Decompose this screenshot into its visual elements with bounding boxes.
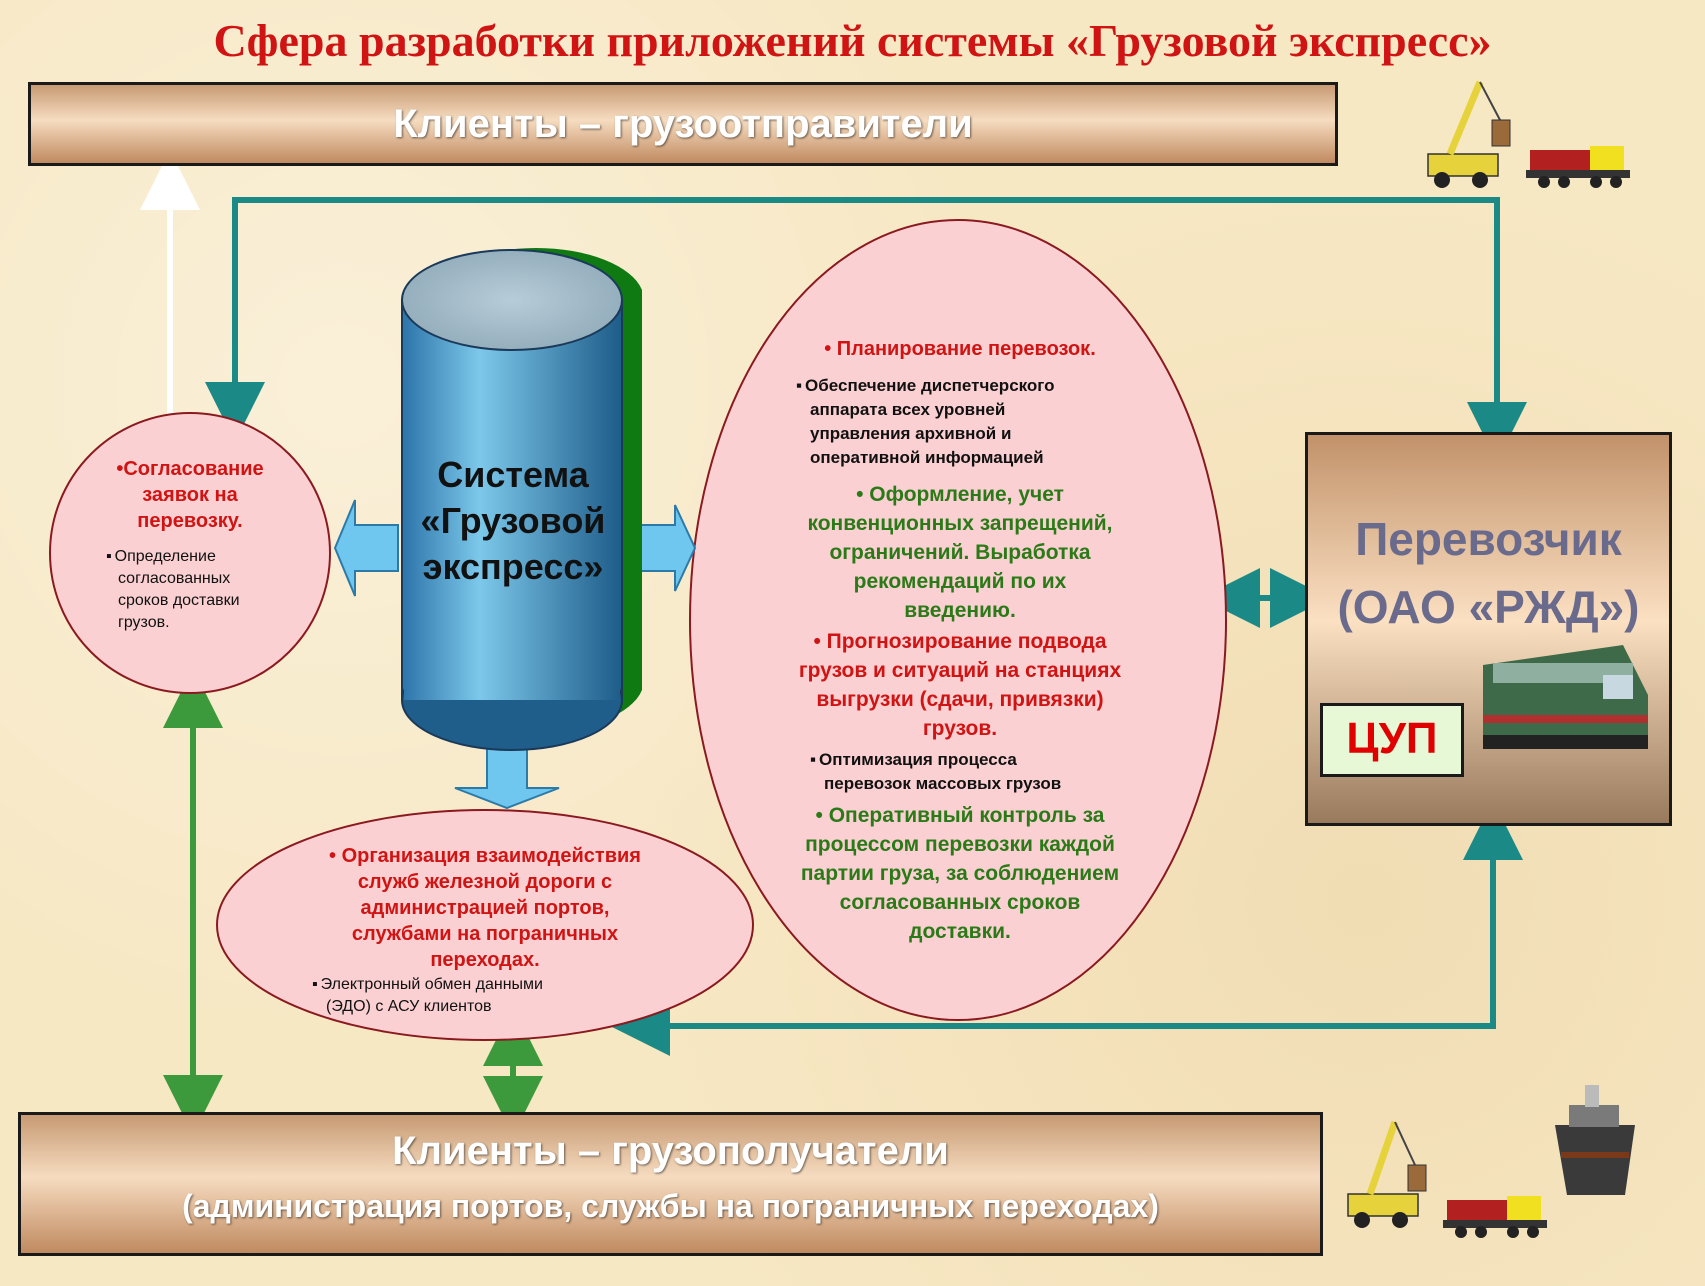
system-cylinder <box>401 247 642 751</box>
right-ellipse-item3-sub: Оптимизация процесса перевозок массовых … <box>810 748 1150 796</box>
freight-wagon-icon <box>1526 146 1630 188</box>
left-circle-heading-line: заявок на <box>142 484 238 506</box>
system-label: Система «Грузовой экспресс» <box>402 452 624 590</box>
system-label-line2: «Грузовой <box>420 500 606 541</box>
bottom-ellipse-heading: • Организация взаимодействия служб желез… <box>285 843 685 973</box>
light-blue-arrow-left <box>333 499 399 597</box>
bottom-ellipse-bullet-line: (ЭДО) с АСУ клиентов <box>326 998 492 1015</box>
carrier-title: Перевозчик (ОАО «РЖД») <box>1308 505 1669 641</box>
page-title: Сфера разработки приложений системы «Гру… <box>213 15 1492 66</box>
right-ellipse-item3-sub-line: перевозок массовых грузов <box>824 774 1062 793</box>
right-ellipse-item1: • Планирование перевозок. <box>824 338 1096 360</box>
right-ellipse-item4-line: • Оперативный контроль за <box>815 804 1105 827</box>
shippers-band: Клиенты – грузоотправители <box>28 82 1338 166</box>
carrier-title-line2: (ОАО «РЖД») <box>1337 581 1640 633</box>
bottom-ellipse-bullet: Электронный обмен данными (ЭДО) с АСУ кл… <box>312 974 642 1018</box>
bottom-ellipse-heading-line: служб железной дороги с <box>357 871 613 893</box>
cargo-ship-icon <box>1555 1085 1635 1195</box>
right-ellipse-item1-sub-line: Обеспечение диспетчерского <box>796 374 1156 398</box>
right-ellipse-item4-line: согласованных сроков <box>839 891 1081 914</box>
bottom-ellipse-bullet-line: Электронный обмен данными <box>312 974 642 996</box>
left-circle-heading-line: •Согласование <box>116 458 264 480</box>
system-label-line3: экспресс» <box>422 546 604 587</box>
right-ellipse-item2: • Оформление, учет конвенционных запреще… <box>750 480 1170 625</box>
left-circle-bullet-line: сроков доставки <box>118 592 240 609</box>
left-circle-bullet: Определение согласованных сроков доставк… <box>106 546 286 634</box>
right-ellipse-item2-line: конвенционных запрещений, <box>807 512 1113 535</box>
right-ellipse-item3-line: • Прогнозирование подвода <box>813 630 1107 653</box>
freight-wagon-icon <box>1443 1196 1547 1238</box>
crane-truck-icon <box>1427 80 1511 188</box>
right-ellipse-item2-line: • Оформление, учет <box>856 483 1064 506</box>
bottom-ellipse-heading-line: переходах. <box>430 949 540 971</box>
right-ellipse-item2-line: рекомендаций по их <box>853 570 1067 593</box>
right-ellipse-item1-sub-line: управления архивной и <box>810 424 1012 443</box>
crane-truck-icon <box>1347 1120 1427 1228</box>
carrier-box: Перевозчик (ОАО «РЖД») ЦУП <box>1305 432 1672 826</box>
light-blue-arrow-right <box>639 504 697 592</box>
right-ellipse-item4-line: доставки. <box>909 920 1011 943</box>
right-ellipse-item1-sub: Обеспечение диспетчерского аппарата всех… <box>796 374 1156 470</box>
right-ellipse-item3-line: грузов и ситуаций на станциях <box>798 659 1122 682</box>
right-ellipse <box>689 219 1227 1021</box>
cup-label: ЦУП <box>1320 703 1464 777</box>
right-ellipse-item1-sub-line: аппарата всех уровней <box>810 400 1006 419</box>
right-ellipse-item2-line: ограничений. Выработка <box>829 541 1091 564</box>
left-circle-bullet-line: грузов. <box>118 614 170 631</box>
bottom-ellipse-heading-line: службами на пограничных <box>351 923 619 945</box>
system-label-line1: Система <box>437 454 589 495</box>
left-circle-heading: •Согласование заявок на перевозку. <box>80 456 300 534</box>
left-circle-heading-line: перевозку. <box>137 510 243 532</box>
right-ellipse-item4-line: процессом перевозки каждой <box>805 833 1115 856</box>
right-ellipse-item1-sub-line: оперативной информацией <box>810 448 1044 467</box>
left-circle-bullet-line: согласованных <box>118 570 231 587</box>
right-ellipse-item3-line: грузов. <box>922 717 998 740</box>
bottom-ellipse-heading-line: администрацией портов, <box>360 897 610 919</box>
right-ellipse-item4: • Оперативный контроль за процессом пере… <box>740 801 1180 946</box>
carrier-title-line1: Перевозчик <box>1355 513 1622 565</box>
bottom-ellipse-heading-line: • Организация взаимодействия <box>329 845 641 867</box>
right-ellipse-item3-sub-line: Оптимизация процесса <box>810 748 1150 772</box>
right-ellipse-item2-line: введению. <box>904 599 1016 622</box>
receivers-band: Клиенты – грузополучатели (администрация… <box>18 1112 1323 1256</box>
right-ellipse-item3: • Прогнозирование подвода грузов и ситуа… <box>740 627 1180 743</box>
light-blue-arrow-down <box>454 744 560 810</box>
receivers-band-title: Клиенты – грузополучатели <box>392 1129 949 1173</box>
right-ellipse-item4-line: партии груза, за соблюдением <box>800 862 1120 885</box>
locomotive-icon <box>1483 645 1648 749</box>
left-circle-bullet-line: Определение <box>106 546 286 568</box>
receivers-band-subtitle: (администрация портов, службы на пограни… <box>182 1188 1159 1224</box>
teal-arrow-bottom-loop <box>610 800 1523 1056</box>
right-ellipse-item3-line: выгрузки (сдачи, привязки) <box>816 688 1104 711</box>
